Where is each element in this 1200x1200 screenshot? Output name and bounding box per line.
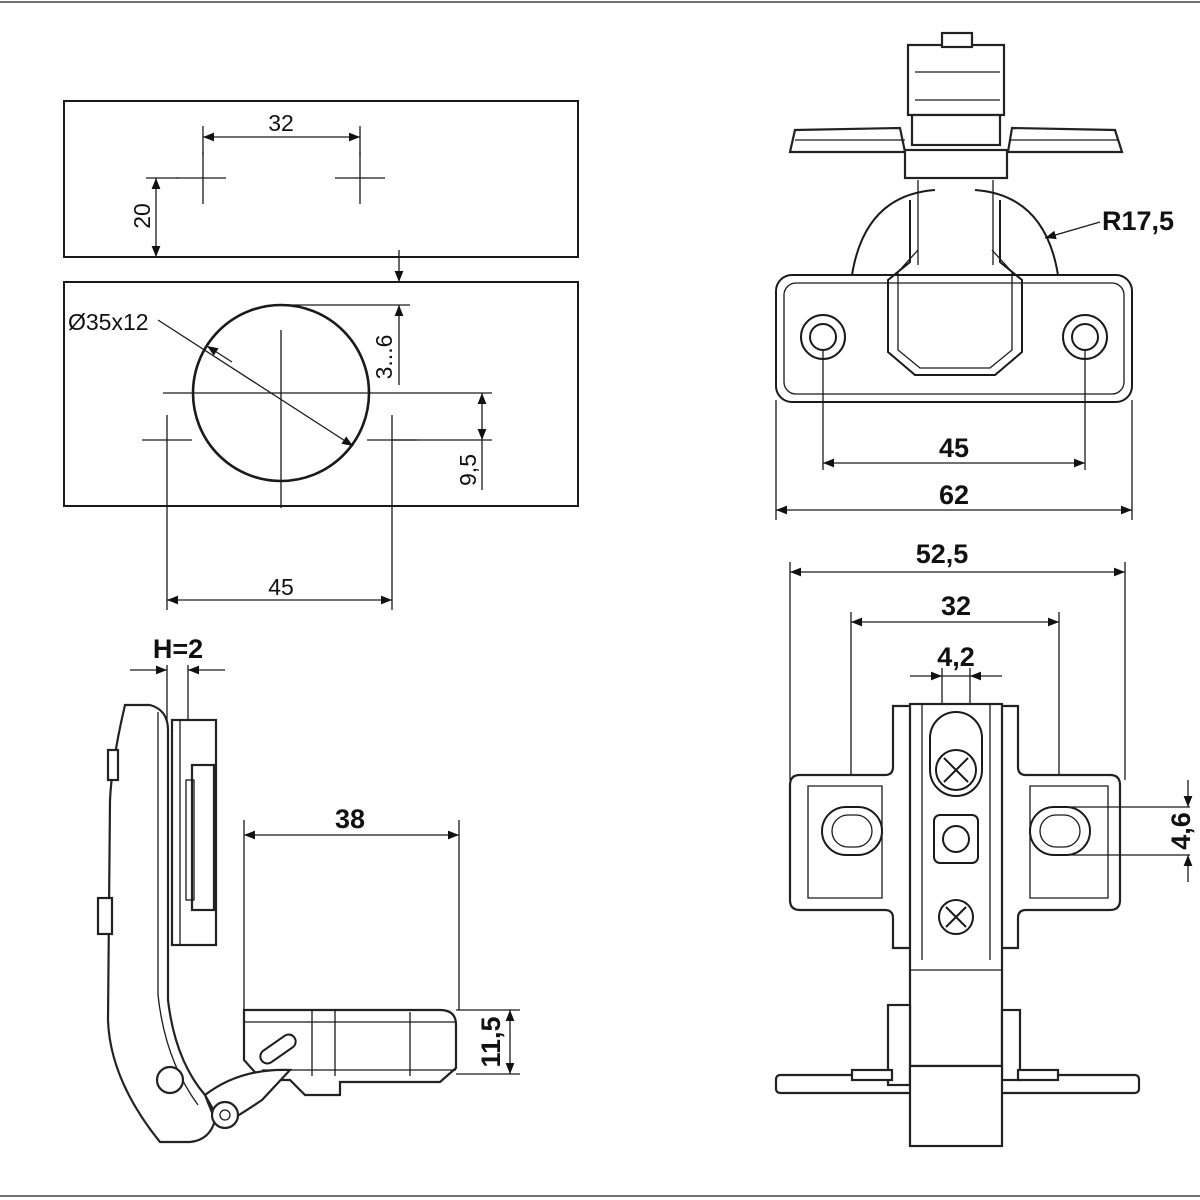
dim-overall-width: 52,5: [916, 539, 969, 569]
pivot-2: [210, 1100, 240, 1130]
side-curved-arm: [106, 703, 217, 1144]
arm-slot-left: [821, 806, 883, 856]
dim-drill-spacing-32: 32: [268, 110, 294, 136]
hinge-front-view: R17,5 45 62: [775, 31, 1174, 520]
door-panel-upper: [63, 100, 579, 258]
side-mounting-plate: [242, 1008, 458, 1097]
adjust-screw-icon: [935, 749, 977, 791]
dim-overlay: H=2: [153, 634, 203, 664]
top-arm-body: [908, 702, 1004, 1068]
dim-slot-width: 4,2: [937, 642, 975, 672]
dim-plate-width: 62: [939, 480, 969, 510]
fixing-screw-icon: [938, 899, 974, 935]
dim-cup-diameter: Ø35x12: [68, 309, 149, 335]
hinge-top-view: 52,5 32 4,2: [774, 539, 1196, 1148]
drill-crosses: [142, 152, 417, 465]
dim-radius: R17,5: [1102, 206, 1174, 236]
front-top-block: [906, 43, 1006, 117]
drilling-pattern-view: 32 20 Ø35x12 3...6 9,5 45: [63, 100, 579, 610]
front-mounting-plate: [775, 274, 1133, 403]
dim-plate-hole-spacing: 45: [939, 433, 969, 463]
dim-drill-spacing-45: 45: [268, 574, 294, 600]
pivot-1: [155, 1065, 185, 1095]
dim-hole-size: 4,6: [1166, 812, 1196, 850]
dim-cup-offset: 9,5: [455, 454, 481, 486]
dim-plate-height: 11,5: [476, 1016, 506, 1067]
arm-center-hole: [942, 825, 970, 853]
dim-plate-depth: 38: [335, 804, 365, 834]
dim-arm-hole-spacing: 32: [941, 591, 971, 621]
hinge-side-view: H=2 38 11,5: [96, 634, 520, 1144]
dim-drill-offset-20: 20: [129, 203, 155, 229]
door-panel-lower: [63, 281, 579, 507]
cup-arc: [851, 189, 936, 276]
dim-edge-distance: 3...6: [371, 335, 397, 380]
